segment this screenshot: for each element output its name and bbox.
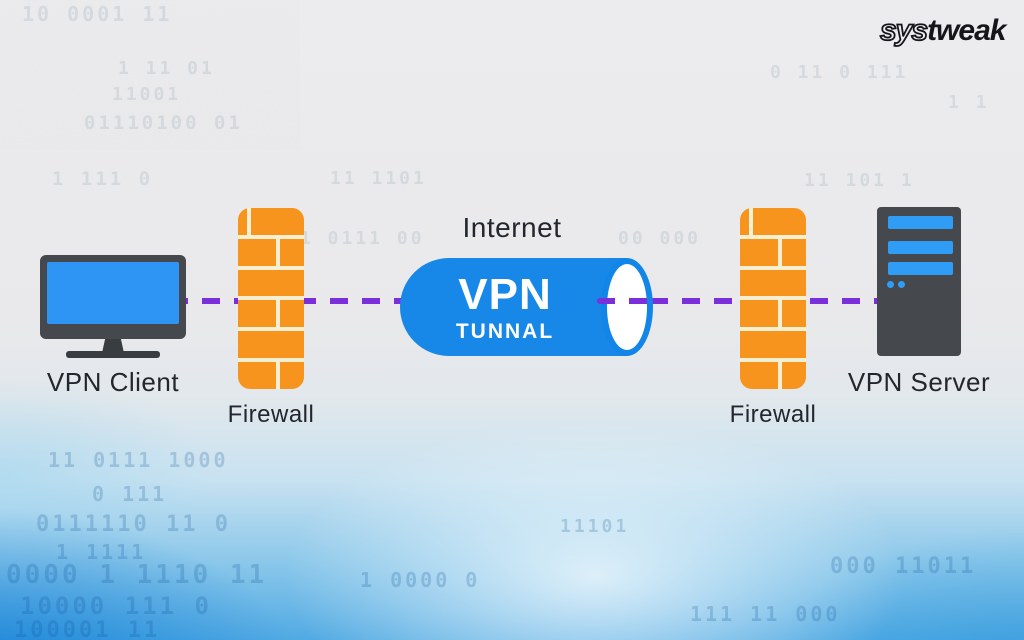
brick <box>238 300 277 328</box>
firewall-left-label: Firewall <box>227 401 315 428</box>
vpn-tunnel: VPN TUNNAL <box>400 258 628 356</box>
dashed-line-through-tunnel <box>597 298 659 304</box>
tunnel-opening-ellipse <box>601 258 653 356</box>
binary-string: 00 000 <box>618 228 702 249</box>
binary-string: 000 11011 <box>830 554 977 579</box>
brick <box>740 269 806 297</box>
brick <box>238 331 304 359</box>
binary-string: 0111110 11 0 <box>36 512 231 537</box>
brick <box>782 362 806 389</box>
binary-string: 111 11 000 <box>690 602 841 626</box>
monitor-stand-neck <box>102 339 124 353</box>
binary-string: 11101 <box>560 516 630 537</box>
binary-string: 11 101 1 <box>804 170 915 191</box>
binary-string: 100001 11 <box>14 618 161 640</box>
binary-string: 10 0001 11 <box>22 2 173 26</box>
brick <box>740 331 806 359</box>
server-drive-bar <box>888 241 953 254</box>
monitor-screen <box>47 262 179 324</box>
server-led <box>898 281 905 288</box>
vpn-server-tower <box>877 207 961 356</box>
binary-string: 11001 <box>112 84 182 105</box>
brick <box>280 238 304 266</box>
binary-string: 1 0000 0 <box>360 568 481 592</box>
brick <box>238 238 277 266</box>
brick <box>238 208 248 235</box>
binary-string: 1 1 <box>948 92 990 113</box>
brick <box>782 238 806 266</box>
binary-string: 01110100 01 <box>84 112 243 134</box>
brick <box>740 208 750 235</box>
firewall-right-label: Firewall <box>729 401 817 428</box>
vpn-server-label: VPN Server <box>847 367 991 397</box>
brick <box>782 300 806 328</box>
internet-label: Internet <box>462 212 562 243</box>
brick <box>251 208 304 235</box>
vpn-client-label: VPN Client <box>46 367 180 397</box>
binary-string: 1 111 0 <box>52 168 154 190</box>
vpn-client-monitor <box>40 255 186 339</box>
binary-string: 1 1111 <box>56 540 147 564</box>
tunnel-subtitle: TUNNAL <box>455 319 555 343</box>
firewall-right <box>740 208 806 389</box>
brick <box>280 362 304 389</box>
logo-solid-part: tweak <box>927 14 1006 47</box>
binary-string: 1 0111 00 <box>300 228 425 249</box>
binary-string: 0 111 <box>92 482 168 506</box>
binary-string: 0 11 0 111 <box>770 62 909 83</box>
binary-string: 10000 111 0 <box>20 592 212 620</box>
binary-string: 11 1101 <box>330 168 427 189</box>
binary-string: 11 0111 1000 <box>48 448 229 472</box>
brick <box>280 300 304 328</box>
monitor-stand-base <box>66 351 160 358</box>
brick <box>740 300 779 328</box>
server-drive-bar <box>888 262 953 275</box>
tunnel-title: VPN <box>458 269 552 319</box>
firewall-left <box>238 208 304 389</box>
systweak-logo: systweak <box>879 13 1006 48</box>
binary-string: 0000 1 1110 11 <box>6 560 268 590</box>
brick <box>238 269 304 297</box>
brick <box>238 362 277 389</box>
brick <box>753 208 806 235</box>
logo-outline-part: sys <box>879 13 929 48</box>
brick <box>740 238 779 266</box>
brick <box>740 362 779 389</box>
binary-string: 1 11 01 <box>118 58 215 79</box>
server-led <box>887 281 894 288</box>
server-drive-bar <box>888 216 953 229</box>
